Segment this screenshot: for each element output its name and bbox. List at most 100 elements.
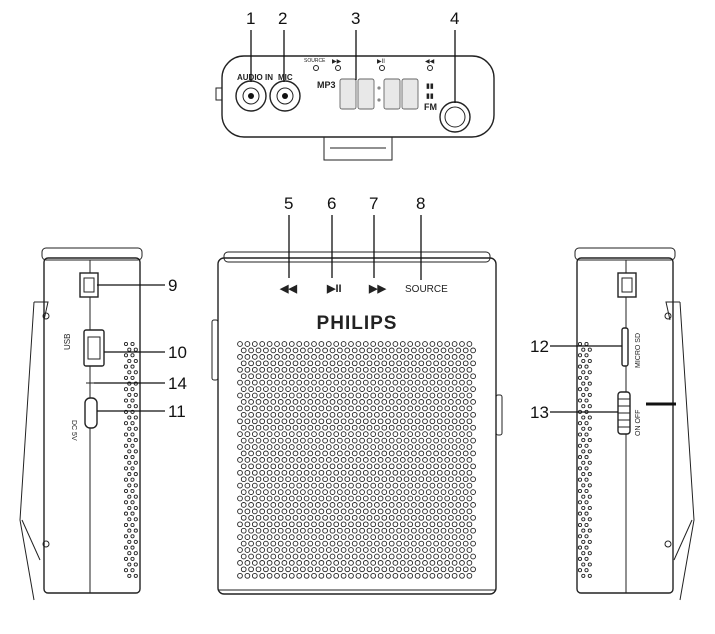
grille-hole bbox=[240, 514, 247, 521]
grille-hole bbox=[277, 360, 284, 367]
grille-hole bbox=[351, 514, 358, 521]
grille-hole bbox=[292, 476, 299, 483]
grille-hole bbox=[418, 437, 425, 444]
grille-hole bbox=[333, 572, 340, 579]
grille-hole bbox=[444, 560, 451, 566]
grille-hole bbox=[307, 437, 314, 444]
grille-hole bbox=[392, 366, 399, 373]
grille-hole bbox=[318, 495, 325, 502]
grille-hole bbox=[130, 455, 135, 460]
callout-5: 5 bbox=[284, 194, 293, 213]
grille-hole bbox=[300, 540, 306, 547]
grille-hole bbox=[255, 502, 262, 508]
grille-hole bbox=[392, 560, 399, 566]
grille-hole bbox=[303, 354, 310, 360]
grille-hole bbox=[374, 540, 380, 547]
grille-hole bbox=[451, 495, 458, 502]
grille-hole bbox=[270, 527, 277, 534]
grille-hole bbox=[370, 444, 377, 450]
grille-hole bbox=[240, 553, 247, 560]
grille-hole bbox=[584, 477, 589, 482]
grille-hole bbox=[374, 437, 380, 444]
grille-hole bbox=[285, 399, 291, 405]
grille-hole bbox=[281, 495, 288, 502]
grille-hole bbox=[322, 399, 328, 405]
grille-hole bbox=[344, 540, 351, 547]
grille-hole bbox=[244, 482, 251, 489]
grille-hole bbox=[355, 418, 362, 425]
grille-hole bbox=[414, 354, 421, 360]
grille-hole bbox=[411, 489, 417, 495]
grille-hole bbox=[462, 476, 469, 483]
grille-hole bbox=[348, 521, 354, 528]
grille-hole bbox=[440, 373, 447, 380]
svg-text:▮▮: ▮▮ bbox=[426, 83, 434, 90]
grille-hole bbox=[255, 386, 262, 392]
grille-hole bbox=[433, 450, 439, 457]
grille-hole bbox=[263, 347, 269, 354]
grille-hole bbox=[123, 375, 129, 380]
grille-hole bbox=[399, 418, 406, 425]
source-small-label: SOURCE bbox=[304, 58, 326, 64]
grille-hole bbox=[127, 551, 132, 556]
grille-hole bbox=[451, 534, 458, 540]
grille-hole bbox=[274, 392, 280, 399]
grille-hole bbox=[244, 508, 251, 515]
grille-hole bbox=[285, 566, 291, 573]
grille-hole bbox=[333, 431, 340, 437]
grille-hole bbox=[259, 482, 266, 489]
micro-sd-label: MICRO SD bbox=[635, 333, 642, 368]
grille-hole bbox=[377, 354, 384, 360]
grille-hole bbox=[385, 572, 391, 579]
grille-hole bbox=[322, 424, 328, 431]
grille-hole bbox=[337, 399, 343, 405]
grille-hole bbox=[340, 366, 347, 373]
grille-hole bbox=[359, 502, 365, 508]
grille-hole bbox=[244, 444, 251, 450]
grille-hole bbox=[436, 405, 443, 412]
left-side-grille-edge bbox=[123, 341, 138, 578]
grille-hole bbox=[403, 360, 410, 367]
grille-hole bbox=[277, 463, 284, 470]
grille-hole bbox=[340, 444, 347, 450]
grille-hole bbox=[288, 547, 295, 553]
grille-hole bbox=[422, 469, 428, 476]
grille-hole bbox=[311, 366, 317, 373]
grille-hole bbox=[130, 568, 135, 573]
grille-hole bbox=[303, 508, 310, 515]
grille-hole bbox=[244, 495, 251, 502]
grille-hole bbox=[396, 399, 402, 405]
grille-hole bbox=[418, 540, 425, 547]
grille-hole bbox=[285, 502, 291, 508]
grille-hole bbox=[359, 399, 365, 405]
grille-hole bbox=[237, 431, 243, 437]
grille-hole bbox=[399, 482, 406, 489]
grille-hole bbox=[337, 476, 343, 483]
grille-hole bbox=[381, 540, 388, 547]
grille-hole bbox=[385, 482, 391, 489]
grille-hole bbox=[411, 399, 417, 405]
grille-hole bbox=[377, 405, 384, 412]
grille-hole bbox=[288, 444, 295, 450]
grille-hole bbox=[577, 568, 583, 573]
grille-hole bbox=[237, 495, 243, 502]
grille-hole bbox=[303, 379, 310, 386]
grille-hole bbox=[414, 418, 421, 425]
grille-hole bbox=[130, 534, 135, 539]
grille-hole bbox=[244, 341, 251, 347]
grille-hole bbox=[300, 437, 306, 444]
grille-hole bbox=[274, 341, 280, 347]
grille-hole bbox=[455, 347, 462, 354]
grille-hole bbox=[307, 540, 314, 547]
grille-hole bbox=[314, 489, 321, 495]
grille-hole bbox=[422, 572, 428, 579]
grille-hole bbox=[351, 553, 358, 560]
grille-hole bbox=[300, 566, 306, 573]
grille-hole bbox=[251, 379, 258, 386]
grille-hole bbox=[448, 489, 454, 495]
grille-hole bbox=[300, 489, 306, 495]
grille-hole bbox=[333, 341, 340, 347]
grille-hole bbox=[292, 540, 299, 547]
grille-hole bbox=[366, 476, 373, 483]
grille-hole bbox=[355, 457, 362, 463]
